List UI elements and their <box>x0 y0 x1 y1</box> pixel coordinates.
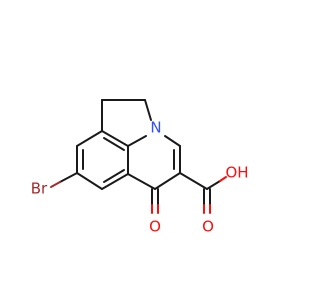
bond-c8b-c9 <box>76 130 103 147</box>
bond-n-c4 <box>164 135 181 147</box>
molecule-structure: N Br O O OH <box>31 99 249 236</box>
bond-c8-c7 <box>76 172 103 190</box>
bond-c9a-c8b <box>101 130 129 147</box>
bond-c5-c6 <box>154 172 181 190</box>
bond-ccooh-oh-red <box>219 176 227 182</box>
atom-o-acid-label: O <box>202 218 214 236</box>
atom-br-label: Br <box>31 180 48 198</box>
bond-c5-ccooh <box>179 172 208 190</box>
bond-c8-br <box>59 172 78 183</box>
molecule-canvas: N Br O O OH <box>31 99 249 236</box>
atom-oh-label: OH <box>225 164 248 182</box>
bond-c8-br-colored <box>50 181 61 188</box>
bond-c7-c6a <box>101 173 129 190</box>
bond-ccooh-oh <box>206 180 221 190</box>
bond-c9a-c8b-inner <box>103 137 125 151</box>
atom-n-label: N <box>150 119 161 137</box>
atom-o-ketone-label: O <box>149 218 161 236</box>
bond-n-c9a <box>127 135 147 147</box>
bond-c7-c6a-inner <box>103 169 125 183</box>
bond-c6-c6a <box>127 173 156 190</box>
bond-c2-n <box>144 99 152 121</box>
